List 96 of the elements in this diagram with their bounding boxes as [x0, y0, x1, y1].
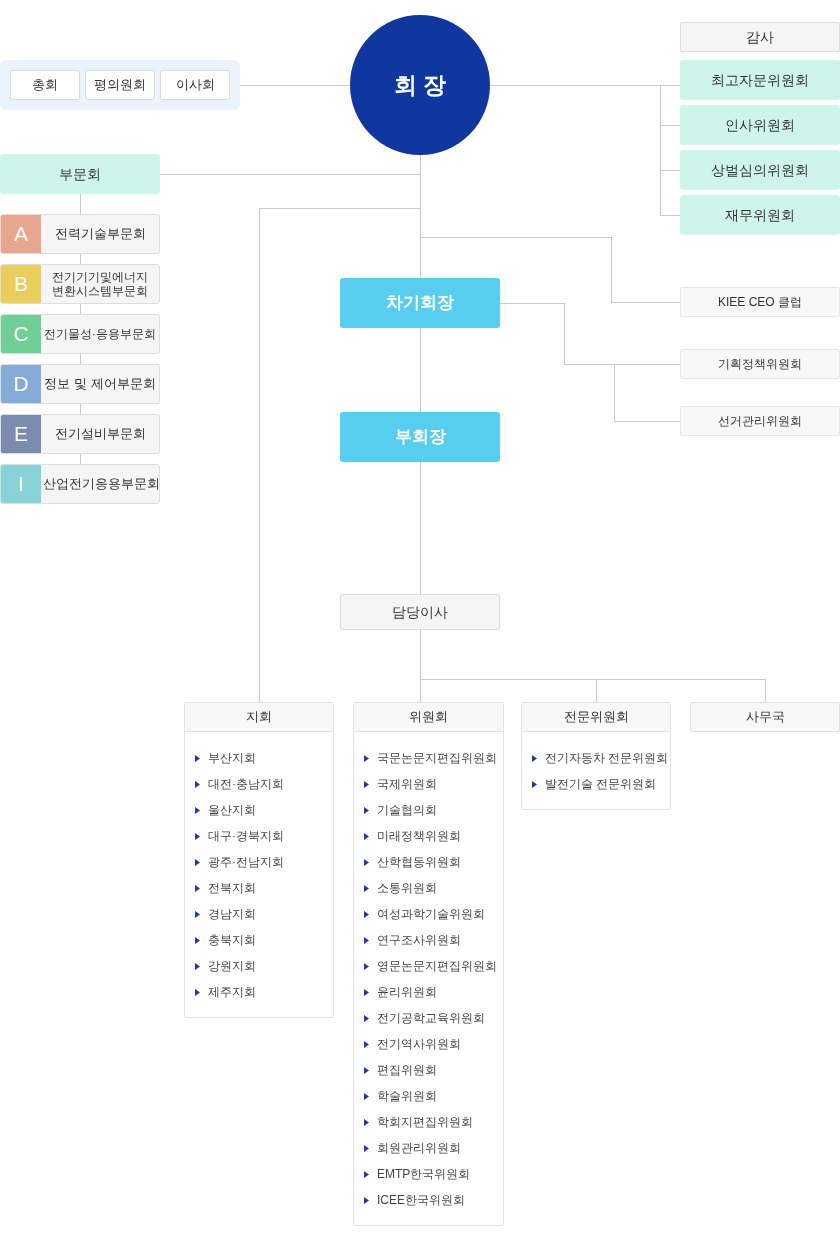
letter-tile: D: [1, 365, 41, 403]
connector-line: [659, 214, 681, 216]
connector-line: [79, 403, 81, 415]
list-item: 국문논문지편집위원회: [377, 750, 497, 767]
division-name: 전력기술부문회: [53, 225, 147, 244]
letter-tile: I: [1, 465, 41, 503]
list-item: 제주지회: [208, 984, 256, 1001]
office-box: 사무국: [690, 702, 840, 732]
list-item: 전북지회: [208, 880, 256, 897]
connector-line: [239, 84, 351, 86]
committee-card: [521, 702, 671, 810]
connector-line: [79, 303, 81, 315]
card-header: 지회: [185, 703, 333, 732]
list-item: 학술위원회: [377, 1088, 437, 1105]
connector-line: [659, 124, 681, 126]
connector-line: [419, 327, 421, 413]
list-item: 산학협동위원회: [377, 854, 461, 871]
committee-box: 최고자문위원회: [680, 60, 840, 100]
connector-line: [419, 461, 421, 595]
list-item: 여성과학기술위원회: [377, 906, 485, 923]
list-item: 연구조사위원회: [377, 932, 461, 949]
list-item: 울산지회: [208, 802, 256, 819]
letter-tile: C: [1, 315, 41, 353]
division-card: [0, 414, 160, 454]
list-item: 부산지회: [208, 750, 256, 767]
division-name: 전기설비부문회: [53, 425, 147, 444]
list-item: 윤리위원회: [377, 984, 437, 1001]
letter-tile: B: [1, 265, 41, 303]
card-header: 위원회: [354, 703, 503, 732]
division-card: [0, 214, 160, 254]
list-item: 국제위원회: [377, 776, 437, 793]
division-card: [0, 464, 160, 504]
committee-box: 선거관리위원회: [680, 406, 840, 436]
connector-line: [79, 353, 81, 365]
connector-line: [419, 629, 421, 680]
committee-box: 부문회: [0, 154, 160, 194]
list-item: 광주·전남지회: [208, 854, 284, 871]
list-item: 미래정책위원회: [377, 828, 461, 845]
assembly-box: 이사회: [160, 70, 230, 100]
list-item: 발전기술 전문위원회: [545, 776, 657, 793]
connector-line: [419, 236, 681, 303]
list-item: 경남지회: [208, 906, 256, 923]
division-name: 전기기기및에너지 변환시스템부문회: [51, 269, 149, 300]
connector-line: [419, 678, 421, 703]
officer-box: 부회장: [340, 412, 500, 462]
connector-line: [159, 173, 421, 175]
connector-line: [79, 453, 81, 465]
list-item: 영문논문지편집위원회: [377, 958, 497, 975]
list-item: 충북지회: [208, 932, 256, 949]
committee-box: 재무위원회: [680, 195, 840, 235]
list-item: 편집위원회: [377, 1062, 437, 1079]
connector-line: [595, 678, 766, 703]
unit-box: 담당이사: [340, 594, 500, 630]
assembly-box: 총회: [10, 70, 80, 100]
committee-card: [353, 702, 504, 1226]
division-card: [0, 314, 160, 354]
assembly-box: 평의원회: [85, 70, 155, 100]
list-item: 대구·경북지회: [208, 828, 284, 845]
list-item: 전기공학교육위원회: [377, 1010, 485, 1027]
list-item: 강원지회: [208, 958, 256, 975]
division-name: 산업전기응용부문회: [42, 475, 159, 494]
committee-card: [184, 702, 334, 1018]
letter-tile: A: [1, 215, 41, 253]
division-name: 정보 및 제어부문회: [43, 375, 157, 394]
division-card: [0, 364, 160, 404]
group-panel: [0, 60, 240, 110]
card-header: 전문위원회: [522, 703, 670, 732]
list-item: 전기역사위원회: [377, 1036, 461, 1053]
unit-box: 감사: [680, 22, 840, 52]
connector-line: [419, 236, 421, 279]
list-item: 소통위원회: [377, 880, 437, 897]
connector-line: [613, 363, 681, 365]
committee-box: 기획정책위원회: [680, 349, 840, 379]
list-item: ICEE한국위원회: [377, 1192, 465, 1209]
connector-line: [419, 154, 421, 238]
division-name: 전기물성·응용부문회: [43, 326, 157, 343]
committee-box: KIEE CEO 클럽: [680, 287, 840, 317]
connector-line: [79, 253, 81, 265]
list-item: 대전·충남지회: [208, 776, 284, 793]
letter-tile: E: [1, 415, 41, 453]
division-card: [0, 264, 160, 304]
connector-line: [595, 678, 597, 703]
list-item: 전기자동차 전문위원회: [545, 750, 669, 767]
list-item: 기술협의회: [377, 802, 437, 819]
list-item: 학회지편집위원회: [377, 1114, 473, 1131]
connector-line: [659, 84, 681, 86]
committee-box: 인사위원회: [680, 105, 840, 145]
connector-line: [613, 363, 681, 422]
committee-box: 상벌심의위원회: [680, 150, 840, 190]
list-item: 회원관리위원회: [377, 1140, 461, 1157]
connector-line: [79, 193, 81, 215]
connector-line: [419, 678, 597, 680]
officer-box: 차기회장: [340, 278, 500, 328]
connector-line: [499, 302, 615, 365]
list-item: EMTP한국위원회: [377, 1166, 471, 1183]
connector-line: [258, 207, 421, 703]
